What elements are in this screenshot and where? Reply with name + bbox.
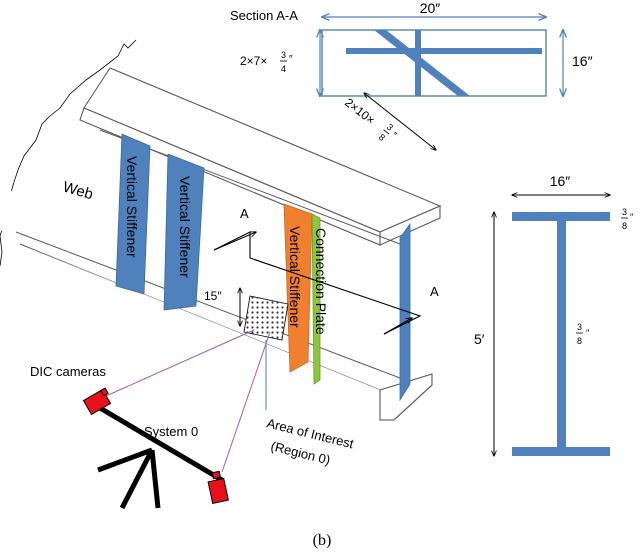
section-label: Section A-A: [230, 8, 298, 23]
web-thk-num: 3: [577, 322, 582, 332]
section-outline: [321, 29, 547, 97]
i-web: [557, 221, 566, 447]
web-thk-den: 8: [577, 336, 582, 346]
figure-caption: (b): [313, 532, 332, 549]
stiffener-dim-2-den: 8: [377, 132, 387, 143]
depth-label: 5′: [474, 331, 485, 347]
camera-right: [207, 477, 229, 504]
flange-thk-num: 3: [622, 207, 627, 217]
vertical-stiffener-1: [115, 133, 151, 295]
diagonal-stiffener-dimension: [364, 93, 436, 150]
section-width-label: 20″: [420, 0, 441, 16]
stiffener-dim-1-unit: ″: [289, 54, 293, 65]
bottom-flange-section: [512, 447, 610, 456]
cut-arrow-left: [213, 232, 256, 251]
tripod-leg-right: [149, 449, 161, 509]
stiffener-dim-2-fraction-bar: [383, 129, 390, 135]
stiffener-dim-2-num: 3: [385, 122, 395, 133]
tripod-leg-left: [97, 447, 153, 473]
cut-label-left: A: [240, 206, 249, 221]
flange-width-label: 16″: [550, 173, 571, 189]
i-section: 16″ 3 8 ″ 3 8 ″ 5′: [474, 173, 634, 456]
camera-right-lens: [211, 470, 221, 480]
web-thk-unit: ″: [586, 328, 590, 338]
flange-thk-den: 8: [622, 221, 627, 231]
system-label: System 0: [144, 424, 198, 439]
stiffener-label-1: Vertical Stiffener: [124, 156, 140, 258]
stiffener-dim-1-den: 4: [281, 64, 286, 74]
offset-label: 15″: [204, 289, 222, 303]
section-height-label: 16″: [572, 53, 593, 69]
stiffener-label-3: Vertical Stiffener: [287, 226, 303, 328]
section-stiffener-diagonal: [374, 30, 470, 96]
area-of-interest-dots: [244, 296, 288, 340]
vertical-stiffener-3: [283, 203, 313, 373]
tripod-leg-mid: [119, 448, 155, 510]
cut-arrow-right: [383, 318, 412, 335]
cameras-label: DIC cameras: [30, 364, 106, 379]
flange-thk-unit: ″: [630, 212, 634, 222]
camera-left-lens: [100, 387, 109, 397]
girder: Web Vertical Stiffener Vertical Stiffene…: [0, 39, 442, 468]
stiffener-dim-2-unit: ″: [389, 130, 399, 141]
sight-line-2: [221, 331, 271, 473]
top-flange: [512, 212, 610, 221]
section-web-plate: [346, 48, 542, 54]
cut-label-right: A: [430, 284, 439, 299]
stiffener-label-2: Vertical Stiffener: [177, 176, 193, 278]
end-web-plate: [399, 222, 411, 402]
section-a-a: Section A-A 20″ 2×7× 3 4 ″ 16″ 2×10× 3 8…: [230, 0, 593, 150]
stiffener-dim-1-num: 3: [281, 50, 286, 60]
bottom-flange-edge: [393, 384, 433, 421]
vertical-stiffener-2: [163, 153, 205, 311]
sight-line-1: [105, 329, 255, 397]
stiffener-dim-1-main: 2×7×: [240, 54, 267, 68]
connection-plate: [311, 213, 321, 385]
camera-bar: [98, 405, 224, 483]
web-bottom-line: [15, 231, 401, 379]
connection-plate-label: Connection Plate: [313, 228, 329, 335]
dic-cameras: DIC cameras System 0: [30, 329, 271, 510]
